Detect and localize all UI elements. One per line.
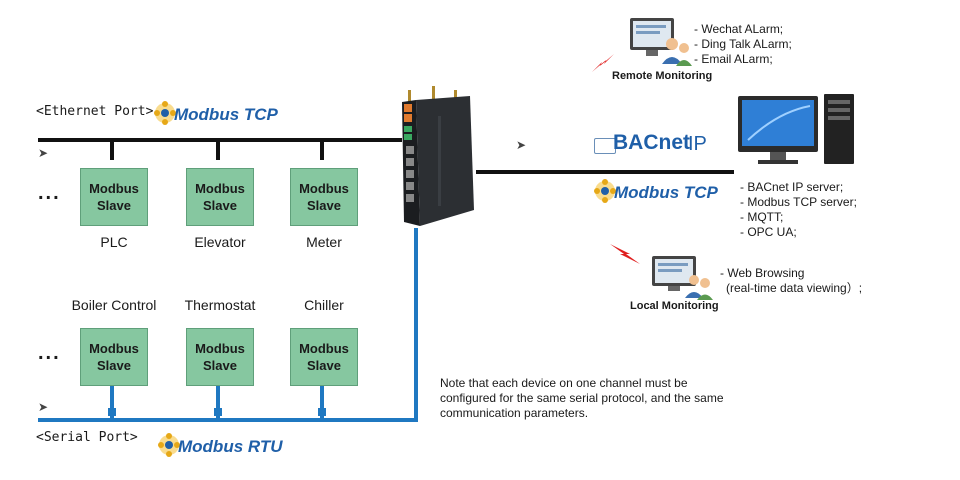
desktop-computer-icon <box>738 94 854 164</box>
bacnet-logo-icon <box>594 138 616 154</box>
ethernet-bus-line <box>38 138 402 142</box>
local-monitoring-icon <box>648 256 714 305</box>
slave-line2: Slave <box>203 358 237 373</box>
modbus-logo-icon <box>154 101 176 125</box>
modbus-slave-elevator: Modbus Slave <box>186 168 254 226</box>
modbus-tcp-logo-top <box>152 98 178 133</box>
bacnet-ip-label: IP <box>688 133 707 155</box>
remote-alarm-list: - Wechat ALarm; - Ding Talk ALarm; - Ema… <box>694 22 792 67</box>
modbus-logo-icon <box>594 179 616 203</box>
serial-ellipsis: ... <box>38 342 61 364</box>
slave-line2: Slave <box>97 358 131 373</box>
server-feature-list: - BACnet IP server; - Modbus TCP server;… <box>740 180 857 240</box>
local-signal-icon <box>608 242 642 271</box>
ethernet-ellipsis: ... <box>38 182 61 204</box>
modbus-slave-meter: Modbus Slave <box>290 168 358 226</box>
device-label-elevator: Elevator <box>194 234 246 250</box>
monitor-users-icon <box>630 18 692 66</box>
device-label-plc: PLC <box>100 234 128 250</box>
remote-monitoring-caption: Remote Monitoring <box>612 70 713 82</box>
modbus-slave-boiler: Modbus Slave <box>80 328 148 386</box>
modbus-logo-icon <box>158 433 180 457</box>
server-item: - OPC UA; <box>740 225 797 239</box>
local-item: (real-time data viewing）; <box>726 281 863 295</box>
device-label-chiller: Chiller <box>304 297 344 313</box>
ethernet-port-label: <Ethernet Port> <box>36 104 154 119</box>
modbus-tcp-label-right: Modbus TCP <box>614 183 718 202</box>
monitor-users-icon <box>652 256 713 300</box>
local-item: - Web Browsing <box>720 266 805 280</box>
device-label-boiler-control: Boiler Control <box>71 297 157 313</box>
modbus-slave-chiller: Modbus Slave <box>290 328 358 386</box>
serial-port-label: <Serial Port> <box>36 430 138 445</box>
eth-stub-2 <box>216 140 220 160</box>
slave-line1: Modbus <box>195 181 245 196</box>
slave-line2: Slave <box>307 198 341 213</box>
modbus-rtu-logo <box>156 430 182 465</box>
gateway-device <box>398 86 478 233</box>
serial-node-1 <box>108 408 116 416</box>
eth-stub-3 <box>320 140 324 160</box>
uplink-line <box>476 170 734 174</box>
remote-item: - Ding Talk ALarm; <box>694 37 792 51</box>
modbus-rtu-label: Modbus RTU <box>178 437 283 456</box>
ethernet-arrow-icon: ➤ <box>38 146 49 160</box>
modbus-tcp-label-top: Modbus TCP <box>174 105 278 124</box>
slave-line1: Modbus <box>89 181 139 196</box>
eth-stub-1 <box>110 140 114 160</box>
slave-line2: Slave <box>203 198 237 213</box>
device-label-thermostat: Thermostat <box>184 297 256 313</box>
slave-line2: Slave <box>97 198 131 213</box>
gateway-icon <box>402 86 474 226</box>
serial-stub-2 <box>216 386 220 418</box>
modbus-slave-thermostat: Modbus Slave <box>186 328 254 386</box>
modbus-tcp-logo-right <box>592 176 618 211</box>
remote-item: - Wechat ALarm; <box>694 22 784 36</box>
uplink-arrow-icon: ➤ <box>516 138 527 152</box>
serial-riser-line <box>414 228 418 422</box>
server-item: - BACnet IP server; <box>740 180 844 194</box>
modbus-slave-plc: Modbus Slave <box>80 168 148 226</box>
local-monitoring-caption: Local Monitoring <box>630 300 719 312</box>
slave-line1: Modbus <box>299 181 349 196</box>
remote-monitoring-icon <box>626 16 692 73</box>
device-label-meter: Meter <box>306 234 342 250</box>
serial-stub-1 <box>110 386 114 418</box>
serial-node-3 <box>318 408 326 416</box>
slave-line1: Modbus <box>195 341 245 356</box>
serial-node-2 <box>214 408 222 416</box>
slave-line2: Slave <box>307 358 341 373</box>
server-item: - Modbus TCP server; <box>740 195 857 209</box>
local-feature-list: - Web Browsing (real-time data viewing）; <box>720 266 862 296</box>
serial-stub-3 <box>320 386 324 418</box>
slave-line1: Modbus <box>89 341 139 356</box>
slave-line1: Modbus <box>299 341 349 356</box>
remote-signal-icon <box>590 52 616 79</box>
bacnet-label: BACnet <box>613 131 690 154</box>
server-pc <box>738 92 858 173</box>
configuration-note: Note that each device on one channel mus… <box>440 376 724 420</box>
serial-arrow-icon: ➤ <box>38 400 49 414</box>
server-item: - MQTT; <box>740 210 784 224</box>
remote-item: - Email ALarm; <box>694 52 773 66</box>
serial-bus-line <box>38 418 418 422</box>
